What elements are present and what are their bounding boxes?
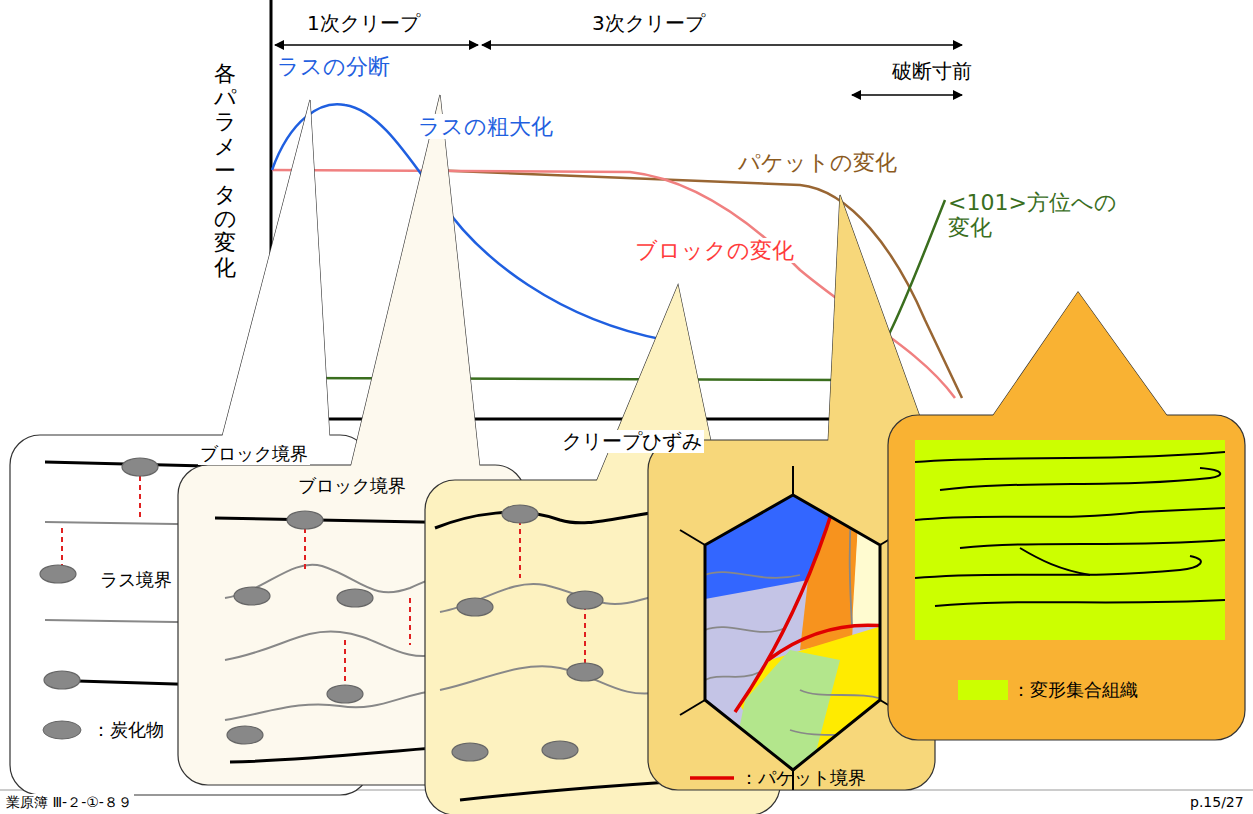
dislocation [305, 528, 410, 700]
carbide-symbol [43, 721, 81, 739]
prior-austenite-grain [800, 690, 885, 700]
curve-label: ブロックの変化 [633, 238, 796, 263]
prior-austenite-grain [705, 627, 785, 632]
phase-arrow [275, 45, 962, 95]
carbide [122, 458, 158, 476]
grain-boundary-stub [680, 700, 705, 715]
boundary-label: ブロック境界 [198, 443, 310, 465]
parameter-curve [272, 104, 665, 340]
carbide [567, 591, 603, 609]
footer-text: 業原簿 Ⅲ-２-①-８９ [4, 794, 134, 810]
texture-area [915, 440, 1225, 640]
dislocation [61, 528, 63, 566]
elongated-grain [935, 600, 1225, 606]
prior-austenite-grain [700, 490, 885, 775]
curve-label: ラスの分断 [275, 54, 392, 79]
axis-title: クリープひずみ [560, 430, 704, 453]
page-number: p.15/27 [1188, 794, 1246, 810]
prior-austenite-grain [705, 500, 885, 740]
prior-austenite-grain [735, 492, 885, 712]
carbide [457, 598, 493, 616]
callout-lath-coarsening [350, 95, 480, 470]
curve-label: パケットの変化 [736, 150, 899, 175]
dislocation [304, 528, 306, 570]
curve-label: <101>方位への 変化 [946, 190, 1140, 241]
boundary-label: ラス境界 [98, 569, 174, 591]
curve-label: ラスの粗大化 [416, 114, 555, 139]
carbide [44, 671, 80, 689]
callout-packet-change [828, 195, 930, 445]
callout-texture [990, 292, 1170, 420]
legend-label: ：変形集合組織 [1008, 678, 1138, 702]
elongated-grain [940, 468, 1220, 490]
carbide [567, 663, 603, 681]
legend-swatch [958, 680, 1008, 700]
callout-texture [990, 292, 1170, 420]
legend-symbol [688, 767, 736, 789]
legend-label: ：炭化物 [88, 718, 164, 742]
packet-boundary-symbol [690, 776, 734, 780]
callout-lath-coarsening [350, 95, 480, 470]
phase-label: 1次クリープ [305, 12, 422, 35]
legend-symbol [40, 719, 88, 741]
phase-label: 3次クリープ [590, 12, 707, 35]
phase-arrow [275, 44, 478, 46]
callout-packet-change [828, 195, 930, 445]
hexagon-grain [705, 495, 880, 770]
carbide [227, 511, 373, 744]
dislocation [409, 598, 411, 645]
callout-texture [888, 292, 1245, 740]
elongated-grain [960, 540, 1225, 548]
dislocation [139, 476, 141, 518]
block-boundary [230, 742, 525, 762]
prior-austenite-grain [768, 625, 885, 660]
carbide [502, 505, 538, 523]
legend-entry: ：パケット境界 [688, 766, 866, 790]
carbide [287, 511, 323, 529]
callout-texture [915, 440, 1225, 640]
elongated-grain [915, 508, 1225, 520]
callout-bubble: ブロック境界 [178, 465, 525, 785]
carbide [40, 565, 76, 583]
elongated-grain [915, 452, 1225, 462]
legend-entry: ：変形集合組織 [958, 678, 1138, 702]
prior-austenite-grain [700, 490, 885, 775]
carbide [452, 505, 603, 761]
grain-boundary-stub [680, 466, 905, 790]
carbide [327, 685, 363, 703]
phase-label: 破断寸前 [890, 60, 974, 83]
phase-arrow [852, 94, 962, 96]
carbide [337, 589, 373, 607]
elongated-grain [1020, 548, 1090, 575]
axis-title: 各パラメータの変化 [212, 62, 238, 280]
prior-austenite-grain [705, 672, 760, 680]
prior-austenite-grain [730, 650, 840, 775]
boundary-label: ブロック境界 [296, 475, 408, 497]
legend-label: ：パケット境界 [736, 766, 866, 790]
carbide [227, 726, 263, 744]
prior-austenite-grain [705, 572, 800, 578]
grain-boundary-stub [680, 530, 705, 545]
legend-entry: ：炭化物 [40, 718, 164, 742]
grain-boundary-stub [792, 466, 794, 495]
prior-austenite-grain [735, 492, 838, 712]
dislocation [584, 605, 586, 665]
phase-arrow [482, 44, 962, 46]
carbide [542, 741, 578, 759]
prior-austenite-grain [850, 500, 852, 625]
carbide [234, 587, 270, 605]
callout-texture [888, 415, 1245, 740]
dislocation [519, 520, 521, 578]
elongated-grain [915, 452, 1225, 606]
carbide [452, 743, 488, 761]
